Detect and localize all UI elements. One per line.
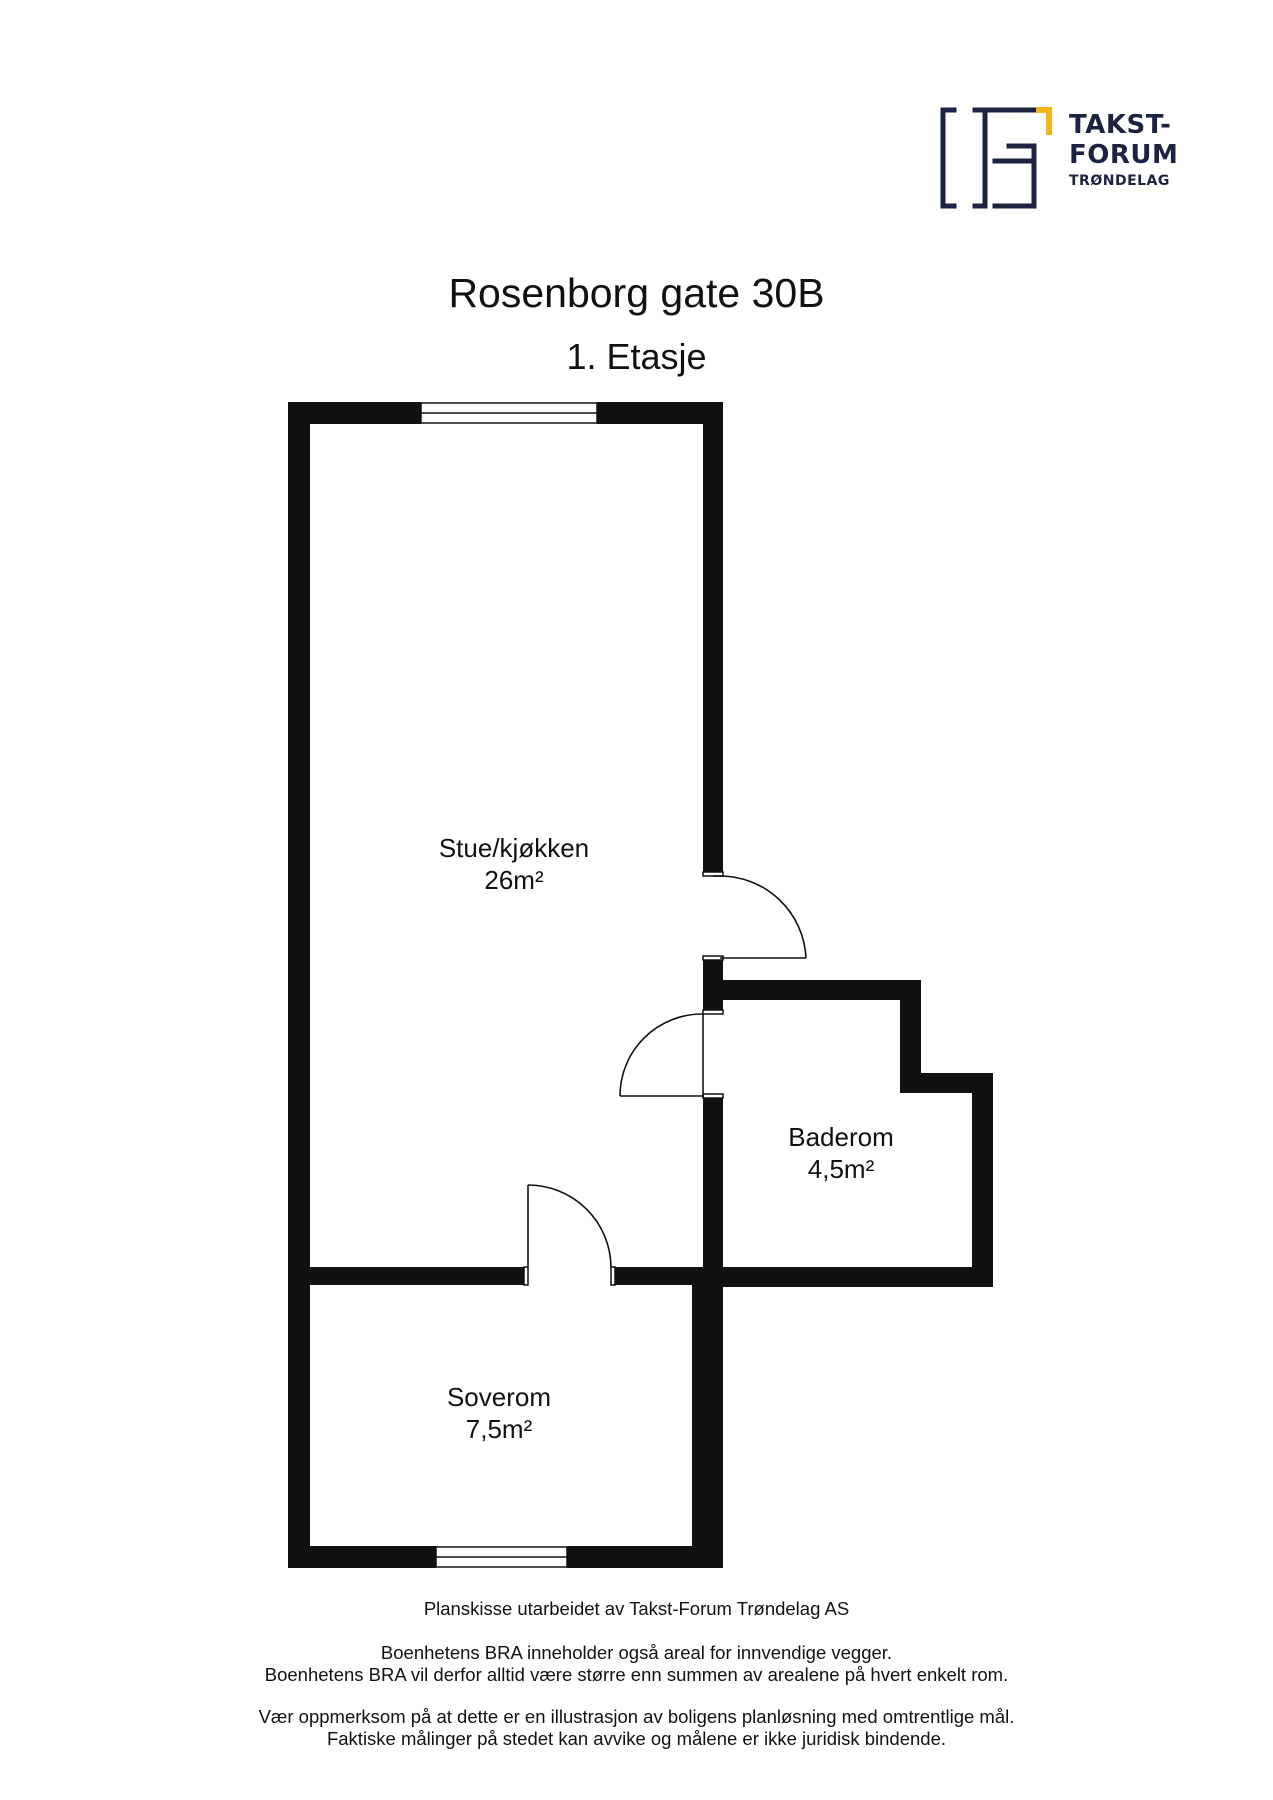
room-bedroom: Soverom 7,5m² <box>399 1381 599 1445</box>
wall-bath-step-vertical <box>900 980 921 1076</box>
wall-living-right-upper <box>703 402 723 872</box>
footer-disclaimer-2: Faktiske målinger på stedet kan avvike o… <box>326 1728 947 1749</box>
room-bedroom-area: 7,5m² <box>465 1414 533 1444</box>
footer-bra-note-1: Boenhetens BRA inneholder også areal for… <box>380 1642 893 1663</box>
room-bedroom-name: Soverom <box>446 1382 552 1412</box>
room-bathroom-area: 4,5m² <box>807 1154 875 1184</box>
entrance-door <box>713 875 807 959</box>
walls <box>288 402 993 1568</box>
room-living-name: Stue/kjøkken <box>438 833 590 863</box>
room-bathroom: Baderom 4,5m² <box>741 1121 941 1185</box>
door-jambs <box>523 871 724 1286</box>
logo-line-trondelag: TRØNDELAG <box>1069 173 1170 189</box>
floor-label: 1. Etasje <box>566 336 707 377</box>
wall-bath-bottom <box>703 1267 993 1287</box>
wall-bottom-left <box>288 1546 436 1568</box>
wall-bottom-right <box>567 1546 723 1568</box>
logo-wordmark: TAKST- FORUM TRØNDELAG <box>1069 112 1178 188</box>
wall-bath-left-lower <box>703 1098 723 1288</box>
door-swings <box>527 875 807 1268</box>
logo-mark-icon <box>940 107 1052 209</box>
footer-disclaimer-1: Vær oppmerksom på at dette er en illustr… <box>258 1706 1015 1727</box>
room-living: Stue/kjøkken 26m² <box>414 832 614 896</box>
logo-line-forum: FORUM <box>1069 140 1179 170</box>
window-top <box>420 402 598 424</box>
wall-bath-step-horizontal <box>900 1073 993 1093</box>
bedroom-door <box>527 1184 612 1268</box>
wall-divider-left <box>288 1267 528 1285</box>
logo-line-takst: TAKST- <box>1069 110 1172 140</box>
footer-credit: Planskisse utarbeidet av Takst-Forum Trø… <box>423 1598 850 1619</box>
footer-bra-note-2: Boenhetens BRA vil derfor alltid være st… <box>264 1664 1009 1685</box>
wall-left <box>288 402 310 1568</box>
wall-bedroom-right <box>692 1267 723 1568</box>
wall-top <box>288 402 421 424</box>
window-bottom <box>435 1546 568 1568</box>
takst-forum-logo <box>940 107 1052 209</box>
page-title: Rosenborg gate 30B <box>448 270 825 316</box>
room-living-area: 26m² <box>484 865 544 895</box>
wall-bath-top <box>703 980 921 1000</box>
room-bathroom-name: Baderom <box>788 1122 894 1152</box>
bathroom-door <box>619 1013 704 1098</box>
wall-bath-right <box>972 1073 993 1287</box>
wall-top-right <box>597 402 723 424</box>
